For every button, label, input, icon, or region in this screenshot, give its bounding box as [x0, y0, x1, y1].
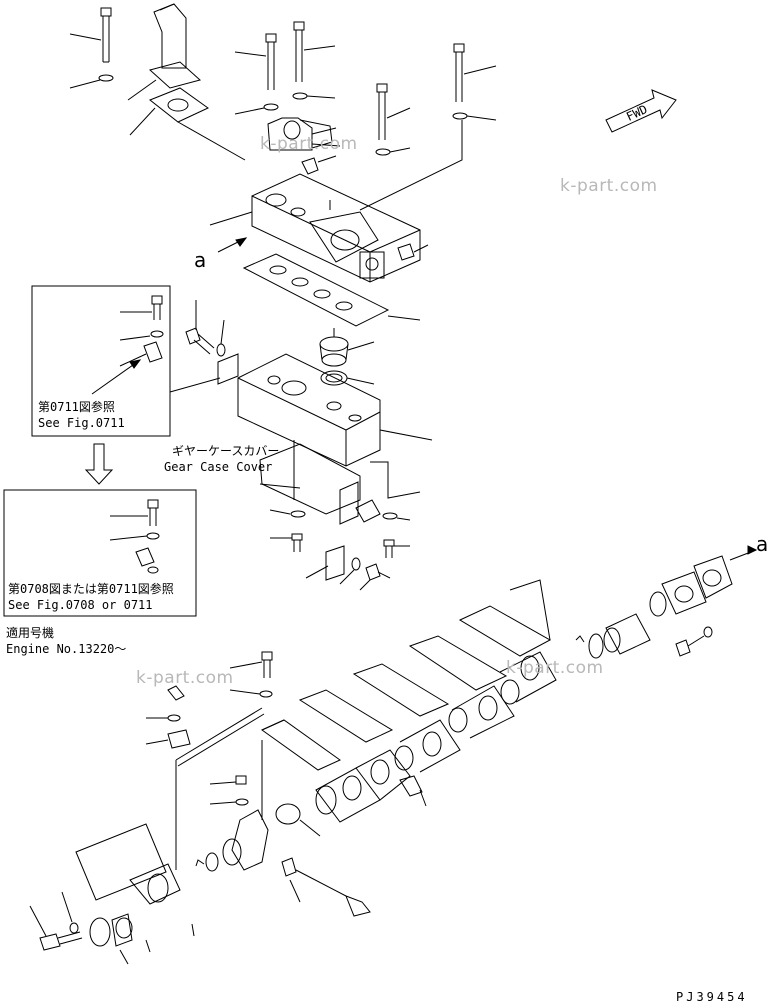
lower-manifold-block — [217, 353, 433, 500]
hex-plug — [397, 243, 429, 261]
manifold-plate-stack — [261, 579, 552, 771]
callout-letter-a-right: a — [756, 532, 769, 556]
watermark-4: k-part.com — [506, 658, 604, 678]
inset1-ref-en: See Fig.0711 — [38, 416, 125, 430]
fwd-arrow-icon — [605, 89, 677, 133]
top-bolt-mid2 — [292, 21, 336, 100]
engine-label-en: Engine No.13220～ — [6, 642, 127, 656]
gear-case-fasteners — [269, 499, 411, 591]
watermark-2: k-part.com — [560, 176, 658, 196]
elbow-pipe — [127, 3, 202, 101]
inset-box-1 — [31, 285, 221, 437]
connector-housing — [195, 803, 371, 917]
lower-left-fasteners — [145, 651, 273, 870]
manifold-tube-segments — [315, 651, 557, 823]
left-outlet-housing — [29, 823, 195, 965]
inset2-ref-en: See Fig.0708 or 0711 — [8, 598, 153, 612]
top-gasket — [129, 87, 246, 161]
sensor-fitting-top — [301, 155, 337, 175]
manifold-gasket — [242, 253, 421, 327]
lower-side-bolt — [185, 300, 226, 357]
inset2-ref-jp: 第0708図または第0711図参照 — [8, 582, 174, 596]
inset1-ref-jp: 第0711図参照 — [38, 400, 115, 414]
thermostat — [319, 328, 375, 367]
watermark-3: k-part.com — [136, 668, 234, 688]
top-bolt-mid1 — [234, 33, 279, 115]
callout-arrow-a-left — [217, 237, 248, 253]
top-bolt-right2 — [359, 43, 497, 211]
thermostat-housing-top — [267, 117, 341, 151]
drawing-number: PJ39454 — [676, 990, 748, 1004]
top-bolt-right1 — [375, 83, 411, 156]
watermark-1: k-part.com — [260, 134, 358, 154]
down-arrow-icon — [84, 443, 114, 485]
right-end-assembly — [575, 545, 758, 659]
top-bolt-left — [69, 7, 112, 63]
gear-case-label-jp: ギヤーケースカバー — [172, 444, 280, 458]
top-washer-left — [69, 74, 114, 89]
thermostat-seal — [320, 370, 375, 386]
gear-case-cover — [259, 443, 421, 525]
upper-manifold-block — [209, 173, 421, 283]
engine-label-jp: 適用号機 — [6, 626, 55, 640]
gear-case-label-en: Gear Case Cover — [164, 460, 273, 474]
callout-letter-a-left: a — [194, 248, 207, 272]
inset-box-2 — [3, 489, 197, 617]
